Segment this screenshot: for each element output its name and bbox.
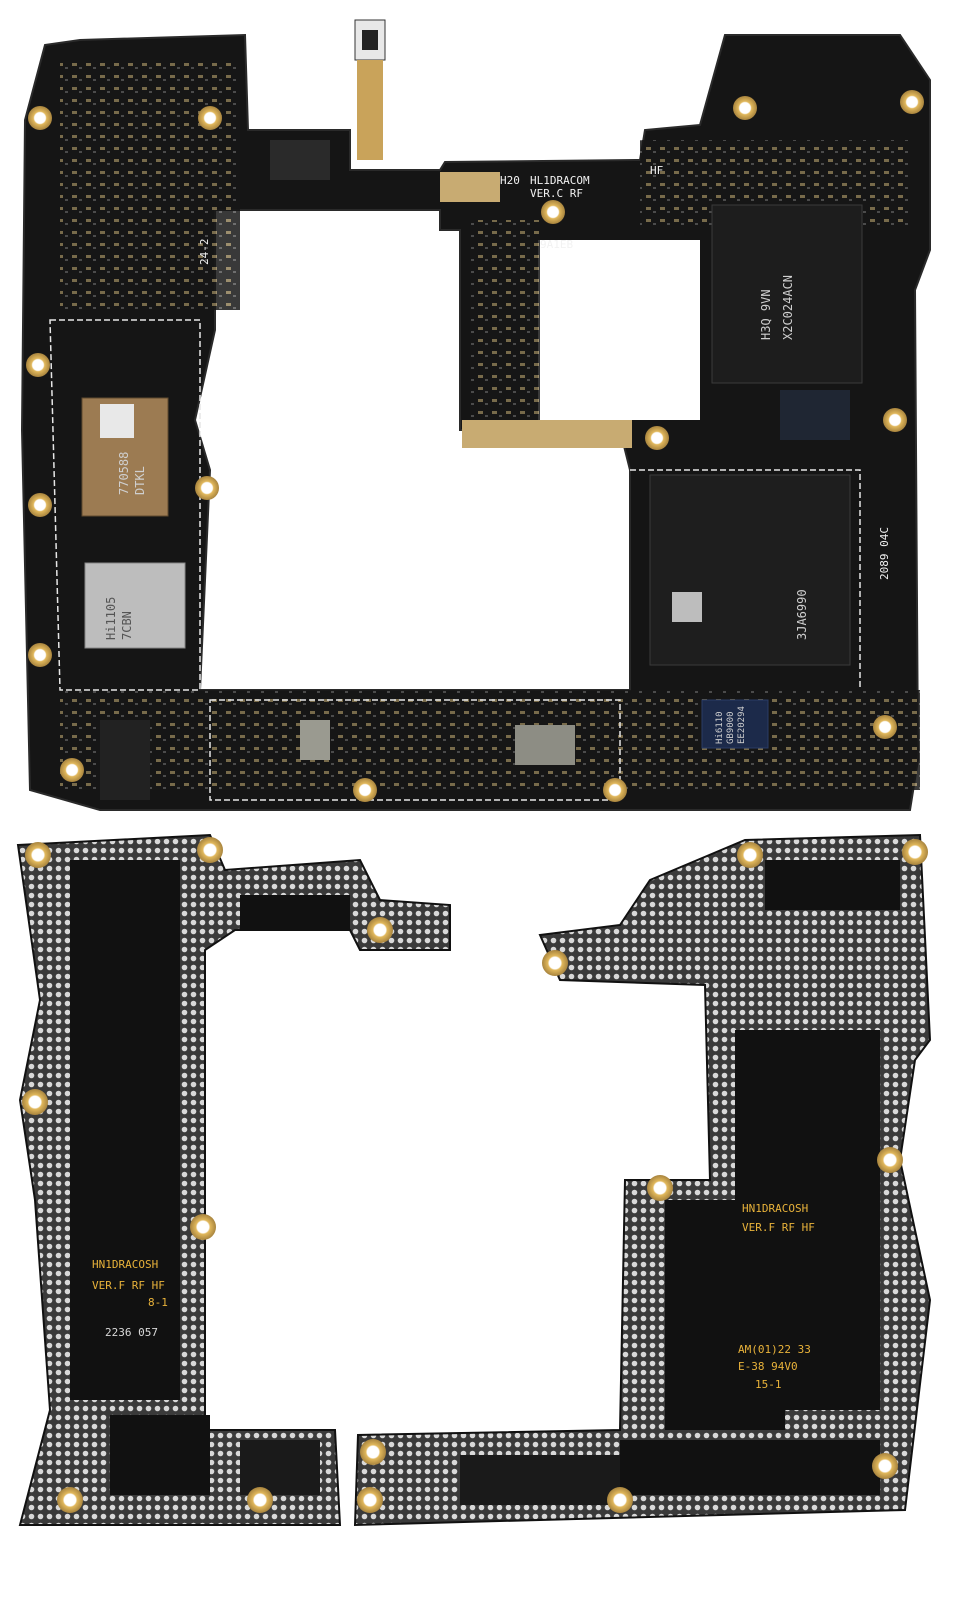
left-date: 2236 057: [105, 1326, 158, 1339]
mounting-holes-top: [26, 90, 924, 802]
label-version: VER.C RF: [530, 187, 583, 200]
pmic-line3: EE20294: [737, 706, 747, 744]
left-board-name: HN1DRACOSH: [92, 1258, 158, 1271]
label-board-name: HL1DRACOM: [530, 174, 590, 187]
rf-chip-line2: DTKL: [133, 466, 147, 495]
mounting-holes-left: [22, 837, 393, 1513]
memory-chip-line2: X2C024ACN: [781, 275, 795, 340]
right-board-name: HN1DRACOSH: [742, 1202, 808, 1215]
right-rev: 15-1: [755, 1378, 782, 1391]
left-version: VER.F RF HF: [92, 1279, 165, 1292]
left-interposer-frame: HN1DRACOSH VER.F RF HF 8-1 2236 057: [16, 833, 451, 1526]
right-cert-line2: E-38 94V0: [738, 1360, 798, 1373]
right-cert-line1: AM(01)22 33: [738, 1343, 811, 1356]
label-24-2: 24-2: [198, 239, 211, 266]
memory-chip-line1: H3Q 9VN: [759, 289, 773, 340]
mounting-holes-right: [357, 839, 928, 1513]
soc-marking: 3JA6990: [795, 589, 809, 640]
pmic-line1: Hi6110: [715, 711, 725, 744]
label-2089-04c: 2089 04C: [878, 527, 891, 580]
left-rev: 8-1: [148, 1296, 168, 1309]
right-interposer-frame: HN1DRACOSH VER.F RF HF AM(01)22 33 E-38 …: [353, 833, 932, 1527]
main-logic-board: H20 HL1DRACOM VER.C RF HF 9A1EB 24-2 208…: [20, 19, 931, 811]
pmic-line2: GB9000: [726, 711, 736, 744]
label-h20: H20: [500, 174, 520, 187]
label-9a1eb: 9A1EB: [540, 238, 573, 251]
right-version: VER.F RF HF: [742, 1221, 815, 1234]
rf-chip-line1: 770588: [117, 452, 131, 495]
wifi-chip-line1: Hi1105: [104, 597, 118, 640]
label-hf: HF: [650, 164, 663, 177]
wifi-chip-line2: 7CBN: [120, 611, 134, 640]
